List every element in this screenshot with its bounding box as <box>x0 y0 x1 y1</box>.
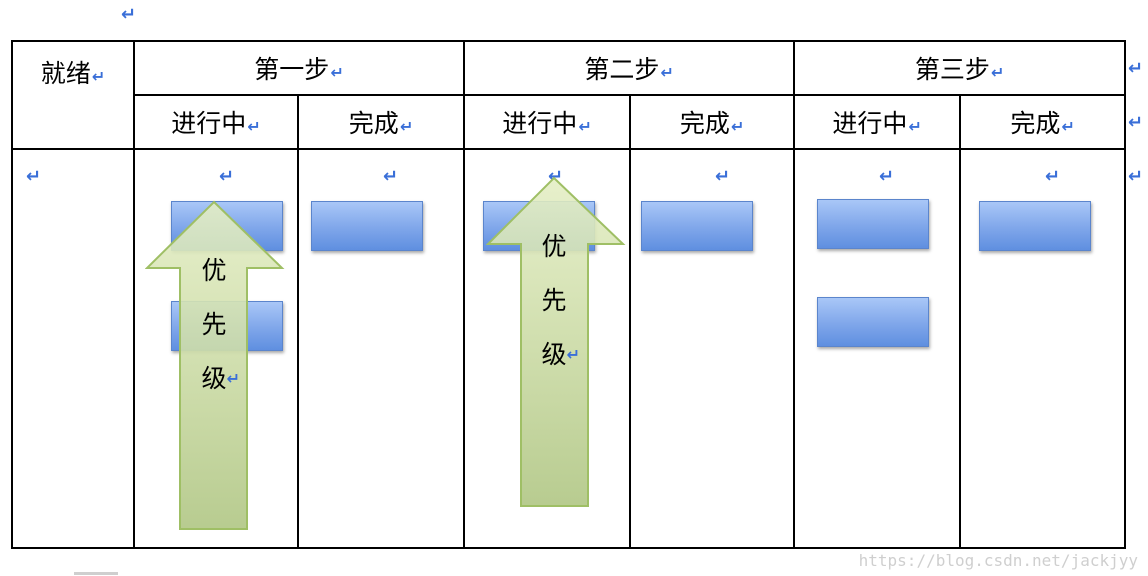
paragraph-mark-icon: ↵ <box>226 369 240 388</box>
paragraph-mark-icon: ↵ <box>121 4 137 25</box>
paragraph-mark-icon: ↵ <box>219 166 235 187</box>
paragraph-mark-icon: ↵ <box>1045 166 1061 187</box>
header-step-2: 第二步↵ <box>463 40 796 96</box>
task-card[interactable] <box>817 297 929 347</box>
divider <box>74 572 118 575</box>
lane-ready <box>11 148 135 549</box>
subheader-done: 完成↵ <box>296 94 466 150</box>
header-step-3: 第三步↵ <box>793 40 1127 96</box>
paragraph-mark-icon: ↵ <box>908 117 922 136</box>
priority-arrow <box>486 176 626 507</box>
paragraph-mark-icon: ↵ <box>1128 166 1144 187</box>
subheader-label: 进行中 <box>832 109 908 138</box>
paragraph-mark-icon: ↵ <box>715 166 731 187</box>
paragraph-mark-icon: ↵ <box>91 67 106 86</box>
priority-arrow-label: 优 先 级↵ <box>534 220 579 382</box>
subheader-in-progress: 进行中↵ <box>133 94 299 150</box>
priority-char: 先 <box>201 310 227 339</box>
subheader-label: 完成 <box>679 109 730 138</box>
priority-char: 优 <box>201 256 227 285</box>
priority-arrow <box>145 200 285 530</box>
task-card[interactable] <box>641 201 753 251</box>
step-title: 第三步 <box>914 55 990 84</box>
priority-char-text: 级 <box>541 340 567 369</box>
priority-char: 级↵ <box>194 352 239 406</box>
subheader-done: 完成↵ <box>959 94 1127 150</box>
paragraph-mark-icon: ↵ <box>578 117 592 136</box>
priority-arrow-label: 优 先 级↵ <box>194 244 239 406</box>
paragraph-mark-icon: ↵ <box>383 166 399 187</box>
paragraph-mark-icon: ↵ <box>660 63 674 82</box>
subheader-in-progress: 进行中↵ <box>463 94 632 150</box>
paragraph-mark-icon: ↵ <box>26 166 42 187</box>
paragraph-mark-icon: ↵ <box>247 117 261 136</box>
subheader-done: 完成↵ <box>629 94 796 150</box>
subheader-in-progress: 进行中↵ <box>793 94 962 150</box>
task-card[interactable] <box>817 199 929 249</box>
priority-char-text: 级 <box>201 364 227 393</box>
priority-char: 级↵ <box>534 328 579 382</box>
subheader-label: 完成 <box>1010 109 1061 138</box>
header-step-1: 第一步↵ <box>132 40 466 96</box>
header-ready-label: 就绪 <box>40 59 91 88</box>
priority-arrow-shape <box>486 176 626 507</box>
paragraph-mark-icon: ↵ <box>566 345 580 364</box>
priority-arrow-shape <box>145 200 285 530</box>
task-card[interactable] <box>311 201 423 251</box>
header-ready: 就绪↵ <box>11 40 135 150</box>
step-title: 第二步 <box>584 55 660 84</box>
subheader-label: 进行中 <box>502 109 578 138</box>
paragraph-mark-icon: ↵ <box>990 63 1005 82</box>
paragraph-mark-icon: ↵ <box>1128 112 1144 133</box>
paragraph-mark-icon: ↵ <box>730 117 745 136</box>
paragraph-mark-icon: ↵ <box>1128 58 1144 79</box>
paragraph-mark-icon: ↵ <box>879 166 895 187</box>
paragraph-mark-icon: ↵ <box>330 63 344 82</box>
subheader-label: 完成 <box>348 109 399 138</box>
subheader-label: 进行中 <box>171 109 247 138</box>
paragraph-mark-icon: ↵ <box>1061 117 1075 136</box>
paragraph-mark-icon: ↵ <box>399 117 414 136</box>
priority-char: 优 <box>541 232 567 261</box>
step-title: 第一步 <box>254 55 330 84</box>
watermark: https://blog.csdn.net/jackjyy <box>858 551 1138 570</box>
task-card[interactable] <box>979 201 1091 251</box>
priority-char: 先 <box>541 286 567 315</box>
